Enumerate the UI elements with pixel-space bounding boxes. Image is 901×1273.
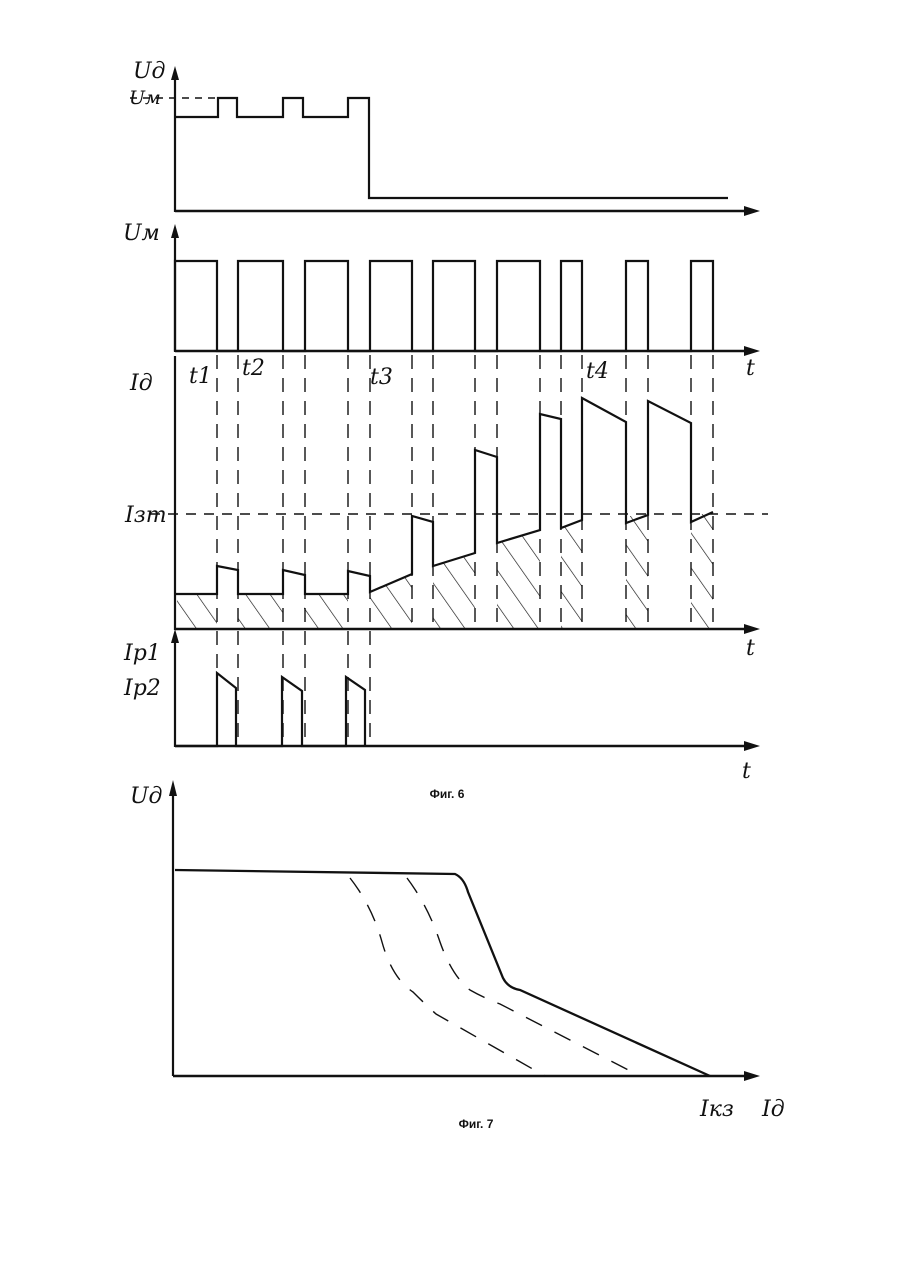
fig7-ud-axis-label: Uд xyxy=(130,784,163,809)
time-axis-1-arrowhead xyxy=(744,206,760,216)
panel-relay-current: Iр1 Iр2 t xyxy=(123,629,760,784)
time-mark-t2: t2 xyxy=(242,356,265,381)
time-axis-4-label: t xyxy=(742,759,751,784)
hatch-region-2 xyxy=(238,594,283,628)
volt-ampere-characteristic-curve xyxy=(175,870,710,1076)
hatch-region-9 xyxy=(691,514,713,628)
hatch-region-8 xyxy=(626,516,648,628)
ip2-label: Iр2 xyxy=(123,676,161,701)
ud-axis-label: Uд xyxy=(133,59,166,84)
um-axis-label: Uм xyxy=(123,221,160,246)
time-mark-t1: t1 xyxy=(189,364,212,389)
figure-6: Uд Uм Uм t1 t2 t3 t4 t xyxy=(123,59,768,801)
id-axis-label: Iд xyxy=(129,371,153,396)
um-level-label: Uм xyxy=(129,87,161,109)
hatch-region-3 xyxy=(304,594,348,628)
time-axis-3-arrowhead xyxy=(744,624,760,634)
figure-7: Uд Iкз Iд Фиг. 7 xyxy=(130,780,785,1131)
dashed-characteristic-curve-1 xyxy=(350,878,545,1076)
time-mark-t3: t3 xyxy=(370,365,393,390)
panel-um-pulses: Uм t1 t2 t3 t4 t xyxy=(123,221,760,390)
fig7-ikz-label: Iкз xyxy=(699,1097,734,1122)
hatched-regions xyxy=(177,514,713,628)
figure-6-caption: Фиг. 6 xyxy=(430,787,465,801)
figure-7-caption: Фиг. 7 xyxy=(459,1117,494,1131)
hatch-region-6 xyxy=(497,530,540,628)
dashed-characteristic-curve-2 xyxy=(407,878,640,1076)
fig7-id-axis-label: Iд xyxy=(761,1097,785,1122)
ip-pulse-waveform xyxy=(175,673,365,746)
ip-axis-arrowhead xyxy=(171,629,179,643)
izt-threshold-label: Iзт xyxy=(124,503,167,528)
panel-ud-voltage: Uд Uм xyxy=(129,59,760,216)
time-axis-2-arrowhead xyxy=(744,346,760,356)
hatch-region-7 xyxy=(561,520,582,628)
time-axis-2-label: t xyxy=(746,356,755,381)
fig7-ud-axis-arrowhead xyxy=(169,780,177,796)
ud-waveform xyxy=(175,98,728,198)
time-axis-4-arrowhead xyxy=(744,741,760,751)
ud-axis-arrowhead xyxy=(171,66,179,80)
panel-id-current: Iд Iзт t xyxy=(124,356,768,661)
ip1-label: Iр1 xyxy=(123,641,161,666)
time-mark-t4: t4 xyxy=(586,359,609,384)
um-pulse-train xyxy=(175,261,713,351)
fig7-id-axis-arrowhead xyxy=(744,1071,760,1081)
um-axis-arrowhead xyxy=(171,224,179,238)
time-axis-3-label: t xyxy=(746,636,755,661)
hatch-region-1 xyxy=(177,594,217,628)
